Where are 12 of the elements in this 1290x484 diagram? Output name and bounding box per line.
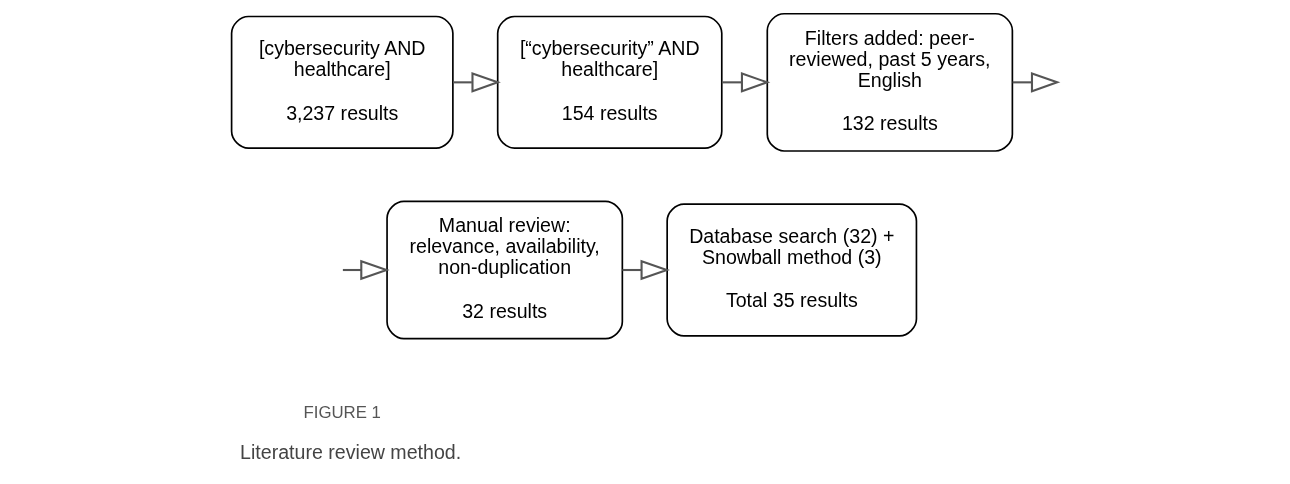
label: FIGURE 1 xyxy=(303,402,381,422)
arrow xyxy=(622,259,670,281)
node-box: Manual review: relevance, availability, non-duplication 32 results xyxy=(386,200,624,340)
node-box: [“cybersecurity” AND healthcare] 154 results xyxy=(496,15,723,149)
arrow xyxy=(1012,72,1061,93)
arrow xyxy=(453,72,501,93)
node-box: Filters added: peer-reviewed, past 5 years, English 132 results xyxy=(766,12,1014,152)
arrow xyxy=(342,259,390,281)
caption: Literature review method. xyxy=(240,441,462,464)
node-box: [cybersecurity AND healthcare] 3,237 results xyxy=(230,15,454,149)
node-box: Database search (32) + Snowball method (3) Total 35 results xyxy=(666,203,918,337)
arrow xyxy=(721,72,771,93)
